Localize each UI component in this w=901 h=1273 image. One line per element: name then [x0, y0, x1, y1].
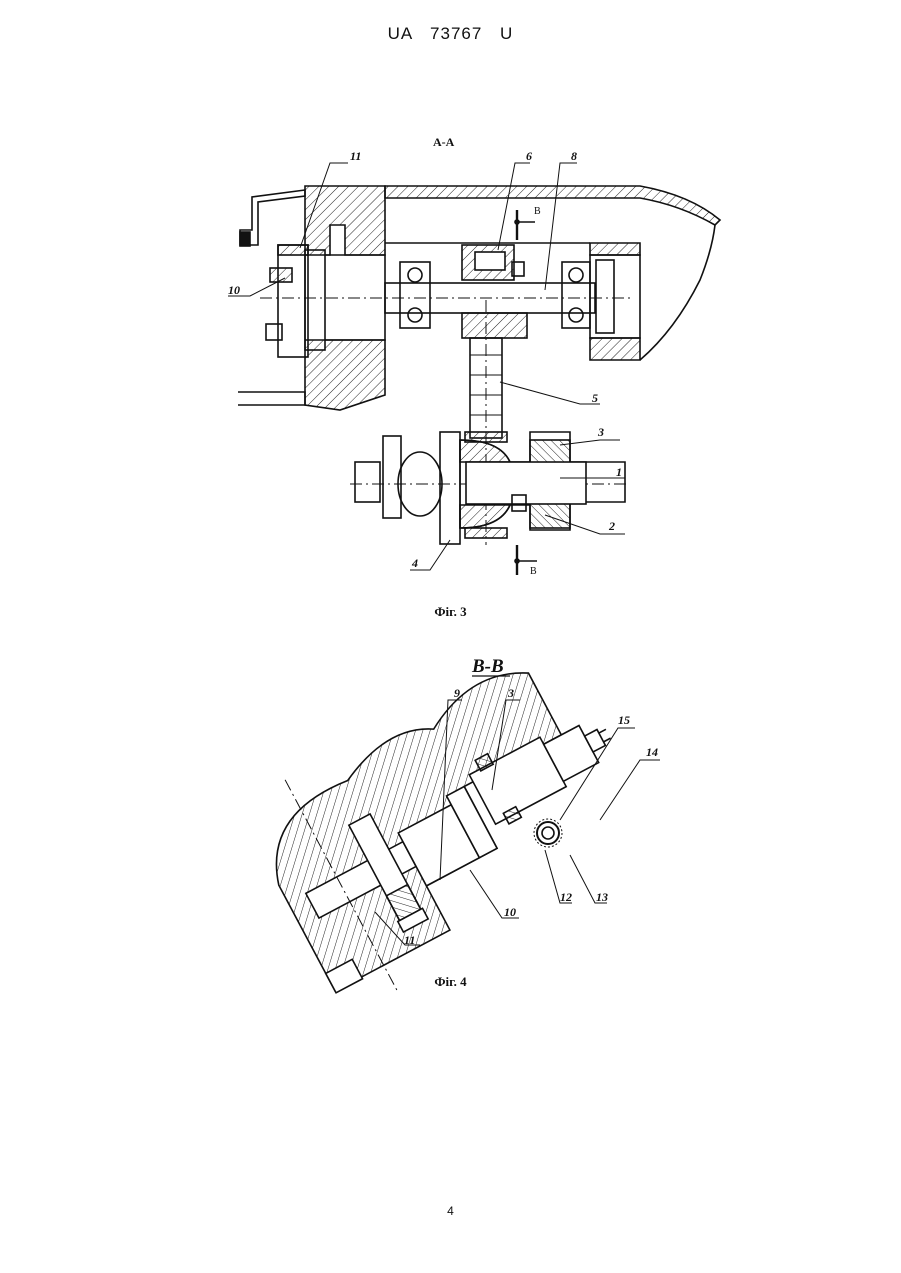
fig3-label-3: 3 — [597, 425, 604, 439]
fig3-label-1: 1 — [616, 465, 622, 479]
fig4-label-13: 13 — [596, 890, 608, 904]
fig3-housing-bottom-left — [305, 255, 385, 410]
fig3-shaft-end — [355, 462, 380, 502]
fig3-bearing-left — [400, 262, 430, 328]
fig3-housing-top-cover — [385, 186, 720, 225]
fig4-section-title: B-B — [471, 656, 504, 677]
figure-3: A-A — [228, 135, 720, 577]
fig3-label-2: 2 — [608, 519, 615, 533]
fig4-label-12: 12 — [560, 890, 572, 904]
figure-4 — [237, 636, 669, 1018]
fig4-label-14: 14 — [646, 745, 658, 759]
fig3-label-6: 6 — [526, 149, 532, 163]
fig4-label-15: 15 — [618, 713, 630, 727]
fig3-housing-top-left — [305, 186, 385, 255]
fig3-section-mark-bottom: B — [530, 566, 537, 577]
fig4-label-11: 11 — [404, 933, 415, 947]
page-number: 4 — [0, 1204, 901, 1218]
fig3-label-5: 5 — [592, 391, 598, 405]
fig4-bearing-15 — [537, 822, 559, 844]
fig3-bearing-right — [562, 262, 590, 328]
fig3-label-8: 8 — [571, 149, 577, 163]
fig3-plate-4 — [440, 432, 460, 544]
fig3-section-mark-top: B — [534, 206, 541, 217]
fig3-caption: Фіг. 3 — [0, 604, 901, 620]
fig3-label-4: 4 — [411, 556, 418, 570]
fig3-section-title: A-A — [433, 135, 455, 149]
fig4-label-10: 10 — [504, 905, 516, 919]
fig3-label-10: 10 — [228, 283, 240, 297]
fig4-label-9: 9 — [454, 686, 460, 700]
fig4-caption: Фіг. 4 — [0, 974, 901, 990]
fig3-label-11: 11 — [350, 149, 361, 163]
fig4-label-3: 3 — [507, 686, 514, 700]
